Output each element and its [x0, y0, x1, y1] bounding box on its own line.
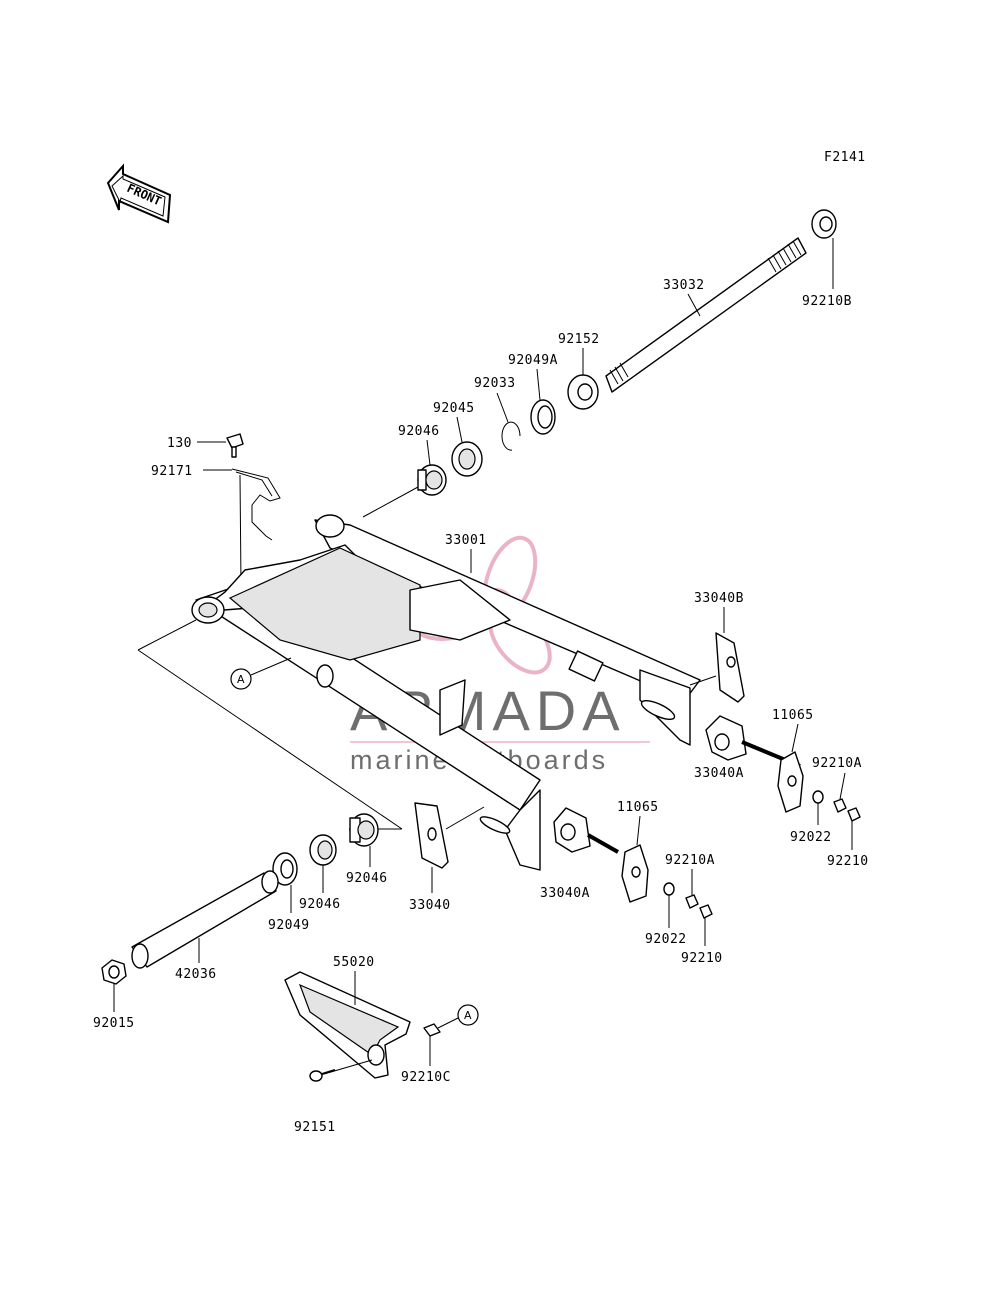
label-11065-mid: 11065 — [617, 800, 659, 815]
label-33001: 33001 — [445, 533, 487, 548]
label-92046-top: 92046 — [398, 424, 440, 439]
label-33040a-mid: 33040A — [540, 886, 590, 901]
plate-11065-mid — [621, 844, 649, 903]
label-130: 130 — [167, 436, 192, 451]
chain-guard-55020 — [284, 971, 411, 1079]
label-11065-right: 11065 — [772, 708, 814, 723]
nut-92210-mid — [699, 904, 713, 919]
label-92022-right: 92022 — [790, 830, 832, 845]
bolt-130 — [226, 433, 244, 458]
svg-text:A: A — [237, 673, 245, 686]
label-92210a-right: 92210A — [812, 756, 862, 771]
screw-92151 — [309, 1069, 336, 1082]
label-92210c: 92210C — [401, 1070, 451, 1085]
front-direction-arrow: FRONT — [106, 163, 172, 224]
label-92151: 92151 — [294, 1120, 336, 1135]
nut-92210-right — [847, 807, 861, 822]
adjuster-33040a-mid — [553, 807, 619, 854]
label-92171: 92171 — [151, 464, 193, 479]
label-33040: 33040 — [409, 898, 451, 913]
figure-code: F2141 — [824, 150, 866, 165]
label-92015: 92015 — [93, 1016, 135, 1031]
leader-lines — [113, 238, 853, 1075]
bracket-92171 — [231, 468, 281, 541]
label-92049: 92049 — [268, 918, 310, 933]
nut-92210a-right — [833, 798, 847, 813]
label-92046-low: 92046 — [299, 897, 341, 912]
label-33040b: 33040B — [694, 591, 744, 606]
pivot-shaft — [605, 237, 807, 393]
bearing-92046-top — [417, 464, 447, 496]
label-55020: 55020 — [333, 955, 375, 970]
swing-arm-33001 — [191, 514, 701, 871]
collar-92049a — [530, 399, 556, 435]
nut-92152 — [567, 374, 599, 410]
nut-92015 — [101, 959, 127, 985]
label-92152: 92152 — [558, 332, 600, 347]
bolt-92210c — [423, 1023, 441, 1037]
washer-92022-right — [812, 790, 824, 804]
circlip-92033 — [501, 421, 521, 451]
pivot-sleeve-42036 — [131, 870, 279, 969]
washer-92022-mid — [663, 882, 675, 896]
label-92022-mid: 92022 — [645, 932, 687, 947]
bearing-92046-mid — [349, 813, 379, 847]
nut-92210a-mid — [685, 894, 699, 909]
bearing-92046-low — [309, 834, 337, 866]
label-92033: 92033 — [474, 376, 516, 391]
label-92210b: 92210B — [802, 294, 852, 309]
label-33032: 33032 — [663, 278, 705, 293]
label-92046-mid: 92046 — [346, 871, 388, 886]
svg-text:A: A — [464, 1009, 472, 1022]
label-92210-mid: 92210 — [681, 951, 723, 966]
reference-marker-a-upper: A — [230, 668, 252, 690]
collar-92049 — [272, 852, 298, 886]
label-33040a-right: 33040A — [694, 766, 744, 781]
bearing-92045 — [451, 441, 483, 477]
plate-33040 — [414, 802, 449, 869]
label-92210-right: 92210 — [827, 854, 869, 869]
label-42036: 42036 — [175, 967, 217, 982]
nut-92210b — [811, 209, 837, 239]
part-labels: 130 92171 92046 92045 92033 92049A 92152… — [93, 278, 869, 1135]
reference-marker-a-lower: A — [457, 1004, 479, 1026]
label-92049a: 92049A — [508, 353, 558, 368]
label-92210a-mid: 92210A — [665, 853, 715, 868]
plate-33040b — [715, 632, 745, 703]
label-92045: 92045 — [433, 401, 475, 416]
plate-11065-right — [777, 751, 804, 813]
